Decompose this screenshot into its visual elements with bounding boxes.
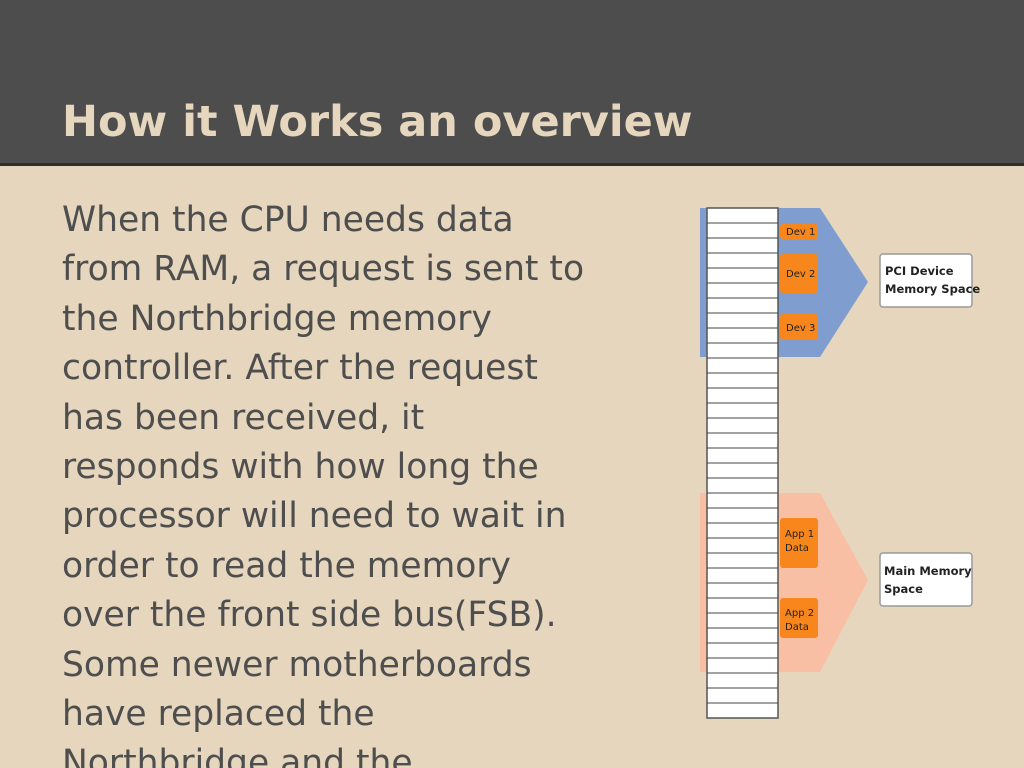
app-1-block xyxy=(780,518,818,568)
app-2-sublabel: Data xyxy=(785,622,809,633)
dev-3-label: Dev 3 xyxy=(786,323,815,334)
body-line: order to read the memory xyxy=(62,545,511,586)
dev-1-block xyxy=(780,224,818,239)
body-line: responds with how long the xyxy=(62,447,539,488)
title-bar: How it Works an overview xyxy=(0,0,1024,166)
body-line: has been received, it xyxy=(62,397,425,438)
pci-device-memory-space-sublabel: Memory Space xyxy=(885,282,980,296)
dev-2-block xyxy=(780,254,818,293)
main-memory-space-sublabel: Space xyxy=(884,582,923,596)
body-line: from RAM, a request is sent to xyxy=(62,249,585,290)
slide-body: When the CPU needs data from RAM, a requ… xyxy=(62,196,682,768)
main-memory-space-box xyxy=(879,552,973,607)
app-2-block xyxy=(780,598,818,638)
body-line: controller. After the request xyxy=(62,348,538,389)
main-memory-space-label: Main Memory xyxy=(884,564,972,578)
dev-1-label: Dev 1 xyxy=(786,227,815,238)
body-line: over the front side bus(FSB). xyxy=(62,595,557,636)
body-line: When the CPU needs data xyxy=(62,200,514,240)
dev-3-block xyxy=(780,314,818,340)
app-1-label: App 1 xyxy=(785,529,814,540)
body-line: the Northbridge memory xyxy=(62,298,492,339)
body-line: Some newer motherboards xyxy=(62,644,532,685)
slide-title: How it Works an overview xyxy=(62,97,693,147)
body-line: processor will need to wait in xyxy=(62,496,567,537)
pci-device-memory-space-box xyxy=(879,253,973,308)
memory-row-lines xyxy=(707,222,778,704)
body-line: have replaced the xyxy=(62,694,375,735)
app-2-label: App 2 xyxy=(785,608,814,619)
app-1-sublabel: Data xyxy=(785,543,809,554)
dev-2-label: Dev 2 xyxy=(786,269,815,280)
pci-device-memory-space-label: PCI Device xyxy=(885,264,954,278)
body-line: Northbridge and the xyxy=(62,743,413,768)
